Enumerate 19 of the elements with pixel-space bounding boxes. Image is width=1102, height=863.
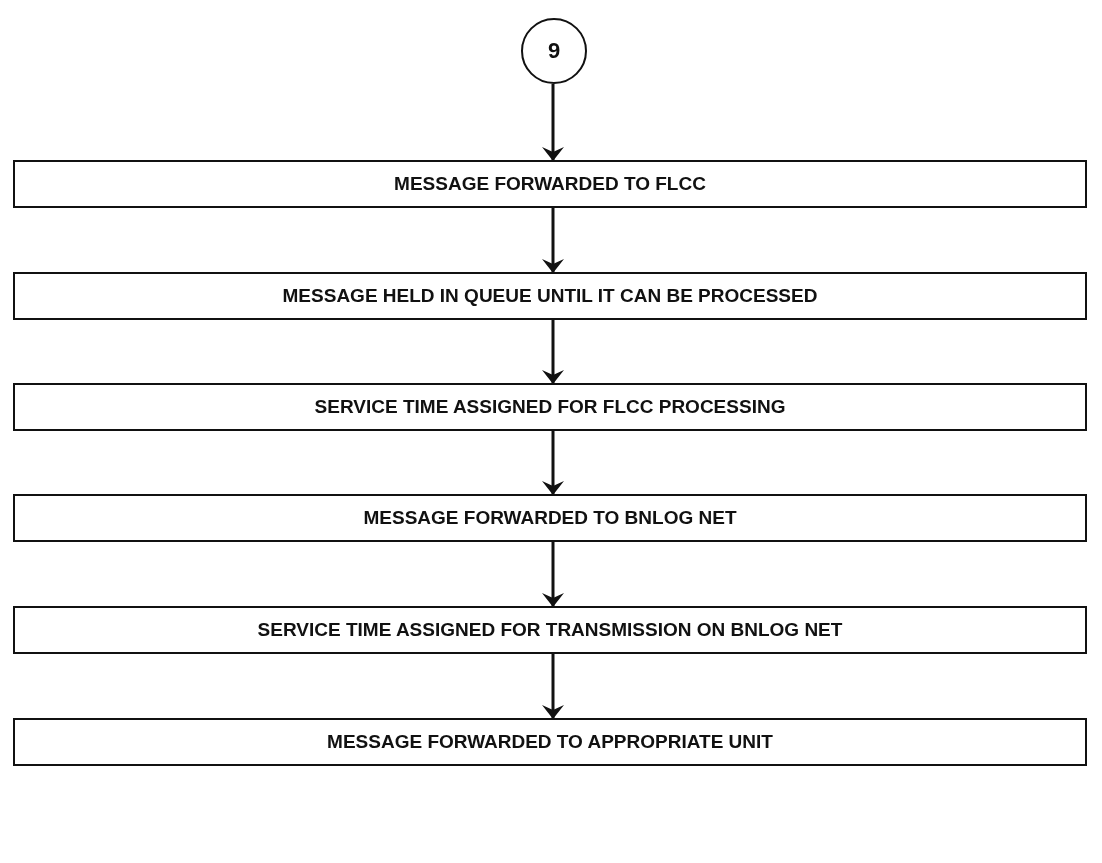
process-box bbox=[13, 272, 1087, 320]
arrow bbox=[542, 320, 564, 384]
step-text: MESSAGE HELD IN QUEUE UNTIL IT CAN BE PROCESSED bbox=[282, 285, 818, 307]
arrow bbox=[542, 208, 564, 273]
arrow bbox=[542, 654, 564, 719]
arrow bbox=[542, 542, 564, 607]
process-box bbox=[13, 494, 1087, 542]
connector-number: 9 bbox=[547, 38, 561, 64]
step-text: MESSAGE FORWARDED TO BNLOG NET bbox=[363, 507, 737, 529]
arrow bbox=[542, 431, 564, 495]
process-box bbox=[13, 606, 1087, 654]
process-box bbox=[13, 718, 1087, 766]
step-text: MESSAGE FORWARDED TO FLCC bbox=[394, 173, 706, 195]
process-box bbox=[13, 383, 1087, 431]
arrow bbox=[542, 84, 564, 161]
process-box bbox=[13, 160, 1087, 208]
step-text: SERVICE TIME ASSIGNED FOR TRANSMISSION ON BNLOG NET bbox=[257, 619, 843, 641]
step-text: SERVICE TIME ASSIGNED FOR FLCC PROCESSING bbox=[314, 396, 786, 418]
step-text: MESSAGE FORWARDED TO APPROPRIATE UNIT bbox=[327, 731, 773, 753]
